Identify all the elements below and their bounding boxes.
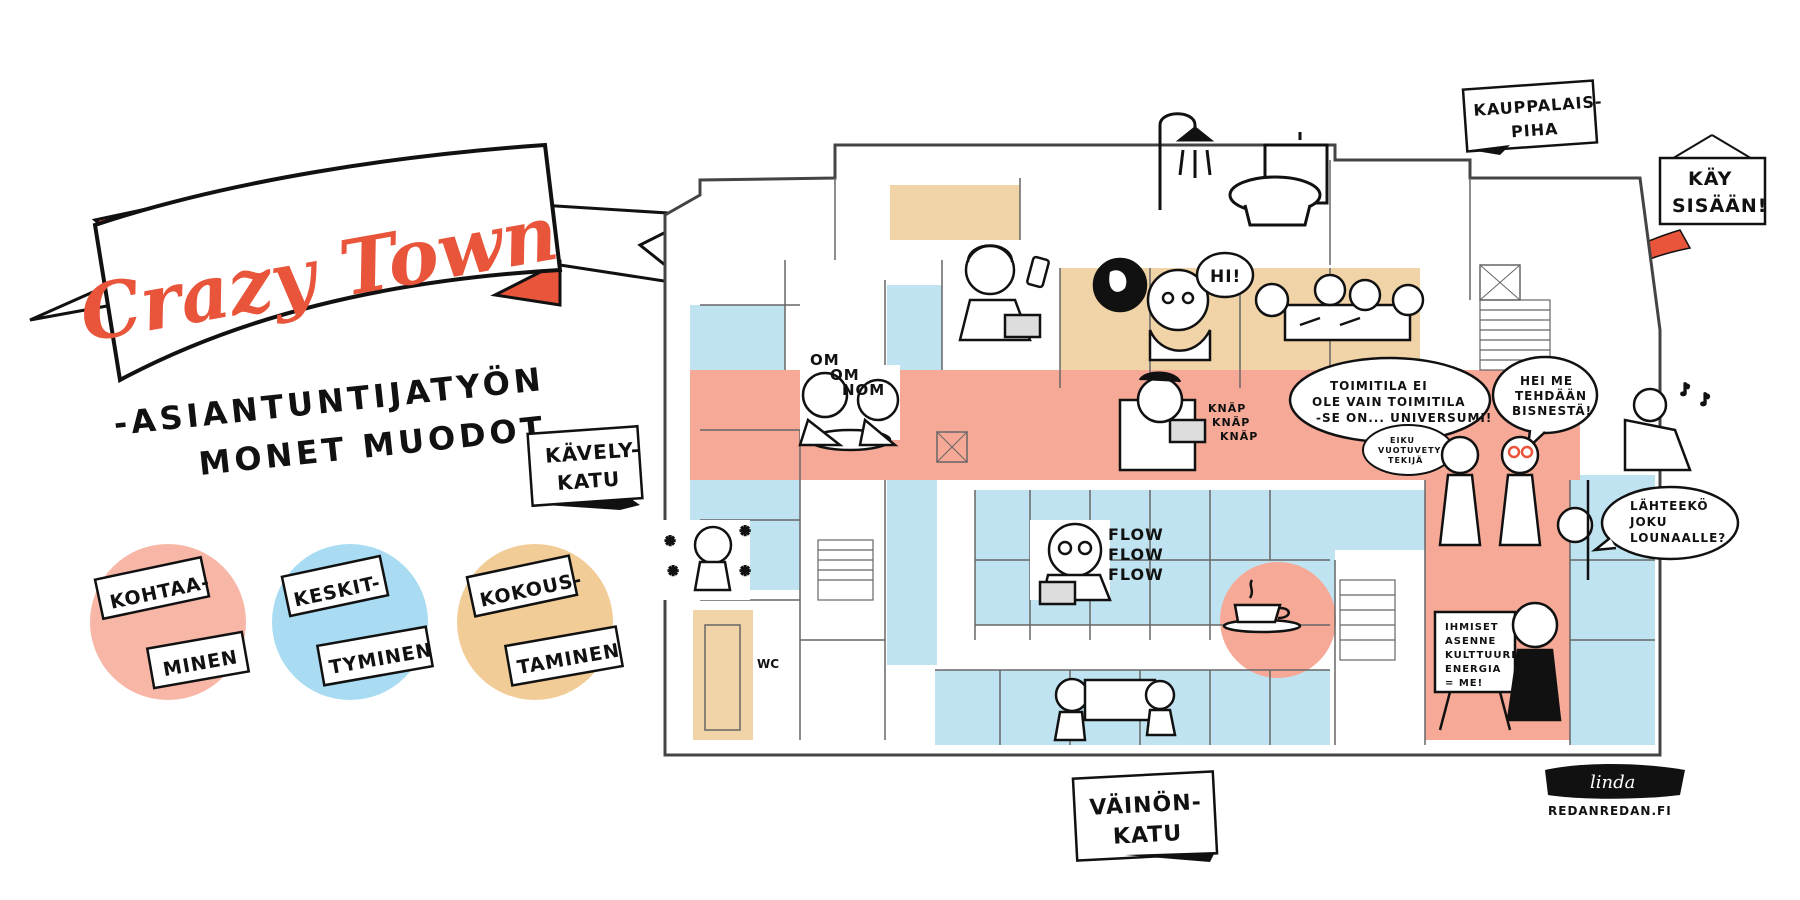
om-line-2: OM bbox=[830, 366, 860, 384]
sign-vainonkatu-line2: KATU bbox=[1112, 821, 1182, 850]
whiteboard-scene bbox=[1053, 677, 1177, 742]
toimitila-line-3: -SE ON... UNIVERSUMI! bbox=[1316, 411, 1492, 425]
lunch-scene bbox=[798, 365, 900, 452]
relaxing-person: ♪ ♪ bbox=[1623, 379, 1711, 472]
toimitila-line-2: OLE VAIN TOIMITILA bbox=[1312, 395, 1466, 409]
bubble-toimitila: TOIMITILA EI OLE VAIN TOIMITILA -SE ON..… bbox=[1288, 356, 1492, 466]
flow-line-3: FLOW bbox=[1108, 565, 1164, 584]
sign-kavelykatu: KÄVELY- KATU bbox=[526, 424, 644, 510]
bubble-lahteeko: LÄHTEEKÖ JOKU LOUNAALLE? bbox=[1590, 485, 1740, 561]
bubble-hi: HI! bbox=[1195, 251, 1255, 299]
peeking-person bbox=[1556, 480, 1594, 580]
armchair-laptop-person bbox=[1118, 371, 1207, 472]
sign-vainonkatu-line1: VÄINÖN- bbox=[1089, 789, 1203, 821]
toilet-icon bbox=[1228, 132, 1329, 227]
hei-me-line-3: BISNESTÄ! bbox=[1512, 403, 1592, 418]
shower-icon bbox=[1158, 112, 1215, 210]
bubble-om-nom: OM OM NOM bbox=[810, 351, 885, 399]
signature-name: linda bbox=[1590, 772, 1635, 793]
headset-person bbox=[958, 244, 1050, 342]
knap-line-3: KNÄP bbox=[1220, 429, 1258, 443]
bubble-hi-text: HI! bbox=[1210, 267, 1241, 287]
eiku-line-1: EIKU bbox=[1390, 436, 1415, 445]
board-line-3: KULTTUURI bbox=[1445, 650, 1516, 661]
sign-kauppalaispiha: KAUPPALAIS- PIHA bbox=[1461, 79, 1603, 155]
eiku-line-2: VUOTUVETYS- bbox=[1378, 446, 1452, 455]
signature-url: REDANREDAN.FI bbox=[1548, 804, 1672, 818]
board-line-4: ENERGIA bbox=[1445, 664, 1501, 675]
om-line-3: NOM bbox=[842, 381, 885, 399]
bubble-hei-me: HEI ME TEHDÄÄN BISNESTÄ! bbox=[1491, 355, 1599, 452]
sign-kay-sisaan-line1: KÄY bbox=[1688, 166, 1732, 190]
business-duo bbox=[1438, 435, 1542, 547]
music-note-1: ♪ bbox=[1680, 380, 1690, 399]
noise-mark-1: ✳ bbox=[665, 534, 675, 548]
knap-line-2: KNÄP bbox=[1212, 415, 1250, 429]
legend-keskittyminen: KESKIT- TYMINEN bbox=[272, 544, 434, 700]
board-line-1: IHMISET bbox=[1445, 622, 1499, 633]
toimitila-line-1: TOIMITILA EI bbox=[1330, 379, 1428, 393]
legend-kohtaaminen: KOHTAA- MINEN bbox=[90, 544, 251, 700]
flow-line-2: FLOW bbox=[1108, 545, 1164, 564]
music-note-2: ♪ bbox=[1700, 390, 1710, 409]
meeting-group bbox=[1254, 273, 1425, 342]
lahteeko-line-2: JOKU bbox=[1629, 515, 1668, 529]
coffee-cup-icon bbox=[1222, 579, 1302, 634]
sign-kay-sisaan-line2: SISÄÄN! bbox=[1672, 193, 1767, 217]
title-banner: Crazy Town bbox=[29, 142, 706, 384]
sign-vainonkatu: VÄINÖN- KATU bbox=[1071, 770, 1219, 862]
board-line-5: = ME! bbox=[1445, 678, 1483, 689]
eiku-line-3: TEKIJÄ bbox=[1388, 455, 1423, 465]
bubble-flow: FLOW FLOW FLOW bbox=[1108, 525, 1164, 584]
lahteeko-line-3: LOUNAALLE? bbox=[1630, 531, 1726, 545]
globe-person bbox=[1092, 257, 1212, 362]
bubble-knap: KNÄP KNÄP KNÄP bbox=[1208, 401, 1258, 443]
subtitle: -ASIANTUNTIJATYÖN MONET MUODOT bbox=[112, 360, 548, 483]
presenter-scene: IHMISET ASENNE KULTTUURI ENERGIA = ME! bbox=[1433, 601, 1562, 731]
noise-mark-4: ✳ bbox=[740, 564, 750, 578]
flow-line-1: FLOW bbox=[1108, 525, 1164, 544]
lahteeko-line-1: LÄHTEEKÖ bbox=[1630, 498, 1709, 513]
artist-signature: linda REDANREDAN.FI bbox=[1545, 764, 1685, 818]
wc-label: WC bbox=[757, 657, 779, 671]
om-line-1: OM bbox=[810, 351, 840, 369]
knap-line-1: KNÄP bbox=[1208, 401, 1246, 415]
hei-me-line-1: HEI ME bbox=[1520, 374, 1573, 388]
sign-kauppalaispiha-line2: PIHA bbox=[1510, 119, 1559, 141]
legend-kokoustaminen: KOKOUS- TAMINEN bbox=[457, 544, 625, 700]
noise-person: ✳ ✳ ✳ ✳ bbox=[655, 520, 751, 600]
bubble-eiku: EIKU VUOTUVETYS- TEKIJÄ bbox=[1362, 424, 1454, 476]
sign-kay-sisaan: KÄY SISÄÄN! bbox=[1658, 134, 1767, 226]
sign-kavelykatu-line2: KATU bbox=[556, 467, 621, 495]
hei-me-line-2: TEHDÄÄN bbox=[1515, 388, 1587, 403]
focused-person bbox=[1030, 520, 1112, 606]
board-line-2: ASENNE bbox=[1445, 636, 1496, 647]
noise-mark-2: ✳ bbox=[740, 524, 750, 538]
noise-mark-3: ✳ bbox=[668, 564, 678, 578]
